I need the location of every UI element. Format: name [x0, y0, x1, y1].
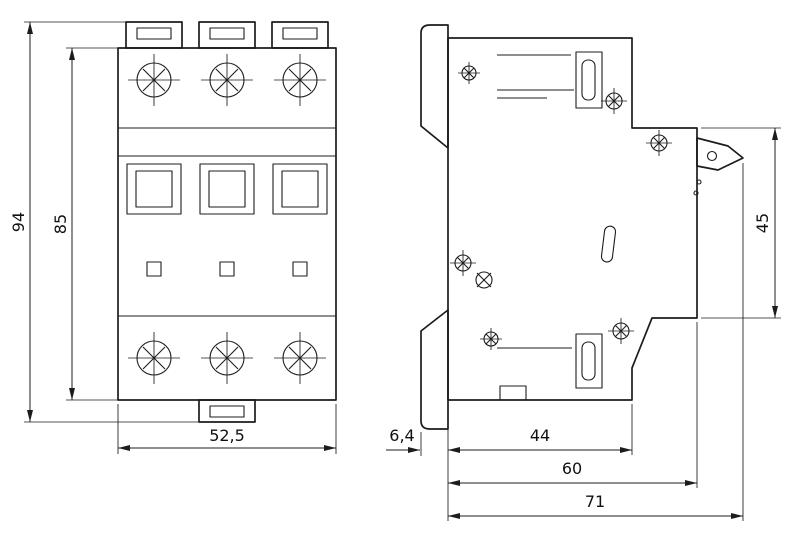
oval-slot: [600, 225, 617, 263]
dimension-clip-offset: 6,4: [386, 426, 422, 456]
screw-icon: [600, 87, 628, 115]
screw-icon: [457, 61, 481, 85]
screw-icon: [273, 331, 327, 385]
dimension-depth-44: 44: [447, 404, 633, 521]
screw-icon: [273, 53, 327, 107]
breaker-body-side: [447, 37, 698, 401]
dimension-depth-60: 60: [448, 322, 698, 488]
rivet-window-top: [575, 51, 603, 109]
dimension-depth-71: 71: [448, 163, 744, 521]
dim-label-94: 94: [9, 212, 28, 232]
dim-label-6-4: 6,4: [389, 426, 414, 445]
dim-label-85: 85: [51, 214, 70, 234]
side-view: [420, 24, 744, 430]
top-terminal-tabs: [125, 21, 329, 49]
dim-label-44: 44: [530, 426, 550, 445]
dim-label-71: 71: [585, 492, 605, 511]
front-view: [117, 21, 337, 423]
din-clip-top: [420, 24, 449, 149]
din-clip-bottom: [420, 309, 449, 430]
dimension-front-height: 45: [701, 127, 781, 319]
dim-label-52-5: 52,5: [209, 426, 245, 445]
dimension-total-height: 94: [9, 21, 203, 423]
dim-label-45: 45: [753, 213, 772, 233]
dim-label-60: 60: [562, 459, 582, 478]
dimension-body-height: 85: [51, 47, 118, 401]
release-latch: [693, 137, 744, 196]
screw-icon: [479, 327, 503, 351]
bottom-notch: [499, 385, 527, 401]
dimension-width: 52,5: [117, 404, 337, 454]
indicator-windows: [146, 261, 308, 277]
screw-icon: [200, 53, 254, 107]
bottom-terminal-tab: [198, 399, 256, 423]
screw-icon: [449, 249, 477, 277]
screw-icon: [127, 53, 181, 107]
screw-icon: [127, 331, 181, 385]
crossed-circle-mark: [475, 271, 493, 289]
screw-icon: [607, 317, 635, 345]
screw-icon: [645, 129, 673, 157]
rivet-window-bottom: [575, 333, 603, 389]
screw-icon: [200, 331, 254, 385]
toggle-levers: [126, 163, 328, 215]
